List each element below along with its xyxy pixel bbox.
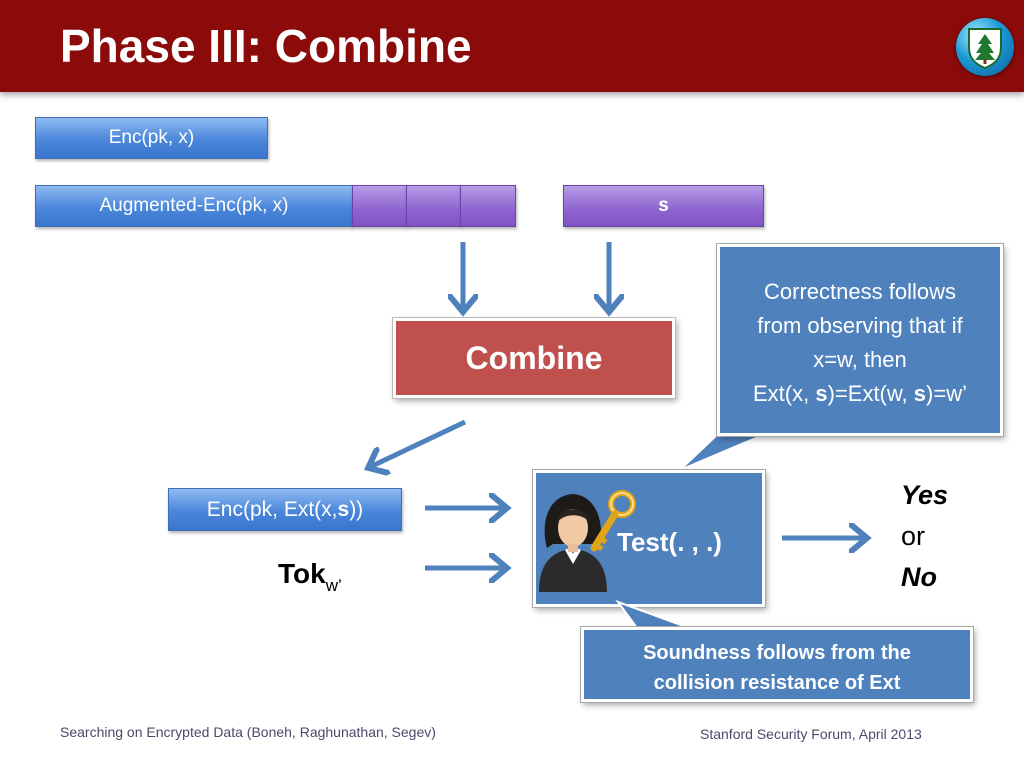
s-box: s [563,185,764,227]
soundness-line-2: collision resistance of Ext [653,672,901,694]
correctness-line-2: from observing that if [757,313,963,338]
enc-ext-prefix: Enc(pk, Ext(x, [206,497,338,521]
test-label: Test(. , .) [617,527,722,557]
correctness-line-4: Ext(x, s)=Ext(w, s)=w’ [720,377,1000,411]
tok-label: Tokw’ [278,558,342,595]
title-bar [0,0,1024,92]
correctness-line-1: Correctness follows [764,279,956,304]
augmented-enc-label: Augmented-Enc(pk, x) [99,195,289,216]
result-or: or [901,521,926,551]
footer-right: Stanford Security Forum, April 2013 [700,726,922,742]
correctness-text: )=Ext(w, [827,381,914,406]
enc-ext-suffix: )) [349,497,364,521]
combine-box: Combine [392,317,676,399]
enc-ext-s: s [337,497,350,521]
result-no: No [901,562,937,592]
footer-left: Searching on Encrypted Data (Boneh, Ragh… [60,724,436,740]
s-label: s [658,195,669,216]
augmented-enc-box: Augmented-Enc(pk, x) [35,185,353,227]
augmented-segment-2 [406,185,461,227]
slide-title: Phase III: Combine [60,20,472,72]
correctness-callout: Correctness follows from observing that … [716,243,1004,437]
result-yes: Yes [901,480,949,510]
soundness-callout: Soundness follows from the collision res… [580,626,974,703]
correctness-text: Ext(x, [753,381,816,406]
tok-subscript: w’ [325,576,342,595]
user-avatar-icon [539,494,607,592]
tok-text: Tok [278,558,326,589]
augmented-segment-3 [460,185,516,227]
soundness-line-1: Soundness follows from the [643,642,911,664]
augmented-segment-1 [352,185,407,227]
correctness-line-3: x=w, then [813,347,907,372]
enc-label: Enc(pk, x) [108,127,195,148]
correctness-text: )=w’ [926,381,967,406]
stanford-tree-shield-icon [968,28,1002,70]
enc-box: Enc(pk, x) [35,117,268,159]
correctness-s-1: s [815,381,828,406]
arrow-combine-to-enc [370,419,467,467]
combine-label: Combine [465,339,603,376]
enc-ext-box: Enc(pk, Ext(x, s)) [168,488,402,531]
key-icon [590,490,636,552]
correctness-callout-tail [679,431,771,471]
correctness-s-2: s [913,381,927,406]
